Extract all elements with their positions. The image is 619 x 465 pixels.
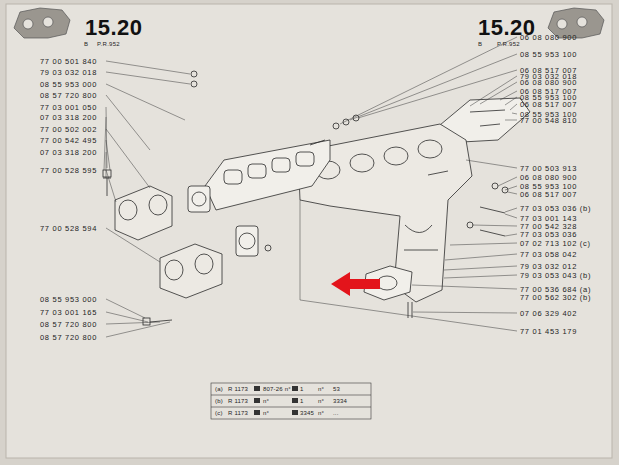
page-number: 15.20: [85, 16, 143, 40]
part-number: 77 03 001 050: [40, 103, 97, 112]
part-number: 77 03 053 036 (b): [520, 204, 591, 213]
reference-code: P.R.952: [97, 41, 120, 48]
table-cell: R 1173: [228, 398, 248, 405]
table-cell: 3345: [300, 410, 314, 417]
part-number: 77 00 542 495: [40, 136, 97, 145]
part-number: 06 08 517 007: [520, 190, 577, 199]
table-cell: R 1173: [228, 386, 248, 393]
part-number: 77 00 548 810: [520, 116, 577, 125]
part-number: 08 57 720 800: [40, 320, 97, 329]
part-number: 79 03 032 018: [40, 68, 97, 77]
table-cell: (a): [215, 386, 223, 393]
part-number: 77 00 528 595: [40, 166, 97, 175]
part-number: 77 00 528 594: [40, 224, 97, 233]
part-number: 77 00 502 002: [40, 125, 97, 134]
table-cell: 3334: [333, 398, 347, 405]
series-letter: B: [478, 41, 482, 48]
table-cell: 53: [333, 386, 340, 393]
part-number: 06 08 080 900: [520, 33, 577, 42]
part-number: 77 03 058 042: [520, 250, 577, 259]
table-cell: R 1173: [228, 410, 248, 417]
part-number: 77 00 542 328: [520, 222, 577, 231]
part-number: 77 00 503 913: [520, 164, 577, 173]
part-number: 77 00 501 840: [40, 57, 97, 66]
table-cell: n°: [318, 410, 324, 417]
table-cell: n°: [318, 398, 324, 405]
table-cell: (b): [215, 398, 223, 405]
part-number: 07 06 329 402: [520, 309, 577, 318]
part-number: 08 55 953 100: [520, 50, 577, 59]
part-number: 06 08 080 900: [520, 78, 577, 87]
table-cell: 1: [300, 386, 304, 393]
pointer-arrow: [331, 272, 380, 296]
part-number: 77 00 562 302 (b): [520, 293, 591, 302]
part-number: 77 00 536 684 (a): [520, 285, 591, 294]
part-number: 77 03 053 036: [520, 230, 577, 239]
table-cell: 807-26 n°: [263, 386, 291, 393]
part-number: 08 57 720 800: [40, 91, 97, 100]
table-cell: n°: [263, 398, 269, 405]
part-number: 08 57 720 800: [40, 333, 97, 342]
part-number: 06 08 517 007: [520, 100, 577, 109]
part-number: 79 03 032 012: [520, 262, 577, 271]
table-cell: 1: [300, 398, 304, 405]
part-number: 08 55 953 100: [520, 182, 577, 191]
part-number: 08 55 953 000: [40, 295, 97, 304]
part-number: 77 03 001 143: [520, 214, 577, 223]
table-cell: n°: [318, 386, 324, 393]
part-number: 07 03 318 200: [40, 113, 97, 122]
table-cell: ...: [333, 410, 339, 417]
reference-code: P.R.952: [497, 41, 520, 48]
part-number: 07 02 713 102 (c): [520, 239, 591, 248]
series-letter: B: [84, 41, 88, 48]
table-cell: n°: [263, 410, 269, 417]
part-number: 06 08 080 900: [520, 173, 577, 182]
table-cell: (c): [215, 410, 223, 417]
part-number: 08 55 953 000: [40, 80, 97, 89]
part-number: 79 03 053 043 (b): [520, 271, 591, 280]
part-number: 77 03 001 165: [40, 308, 97, 317]
part-number: 07 03 318 200: [40, 148, 97, 157]
part-number: 77 01 453 179: [520, 327, 577, 336]
